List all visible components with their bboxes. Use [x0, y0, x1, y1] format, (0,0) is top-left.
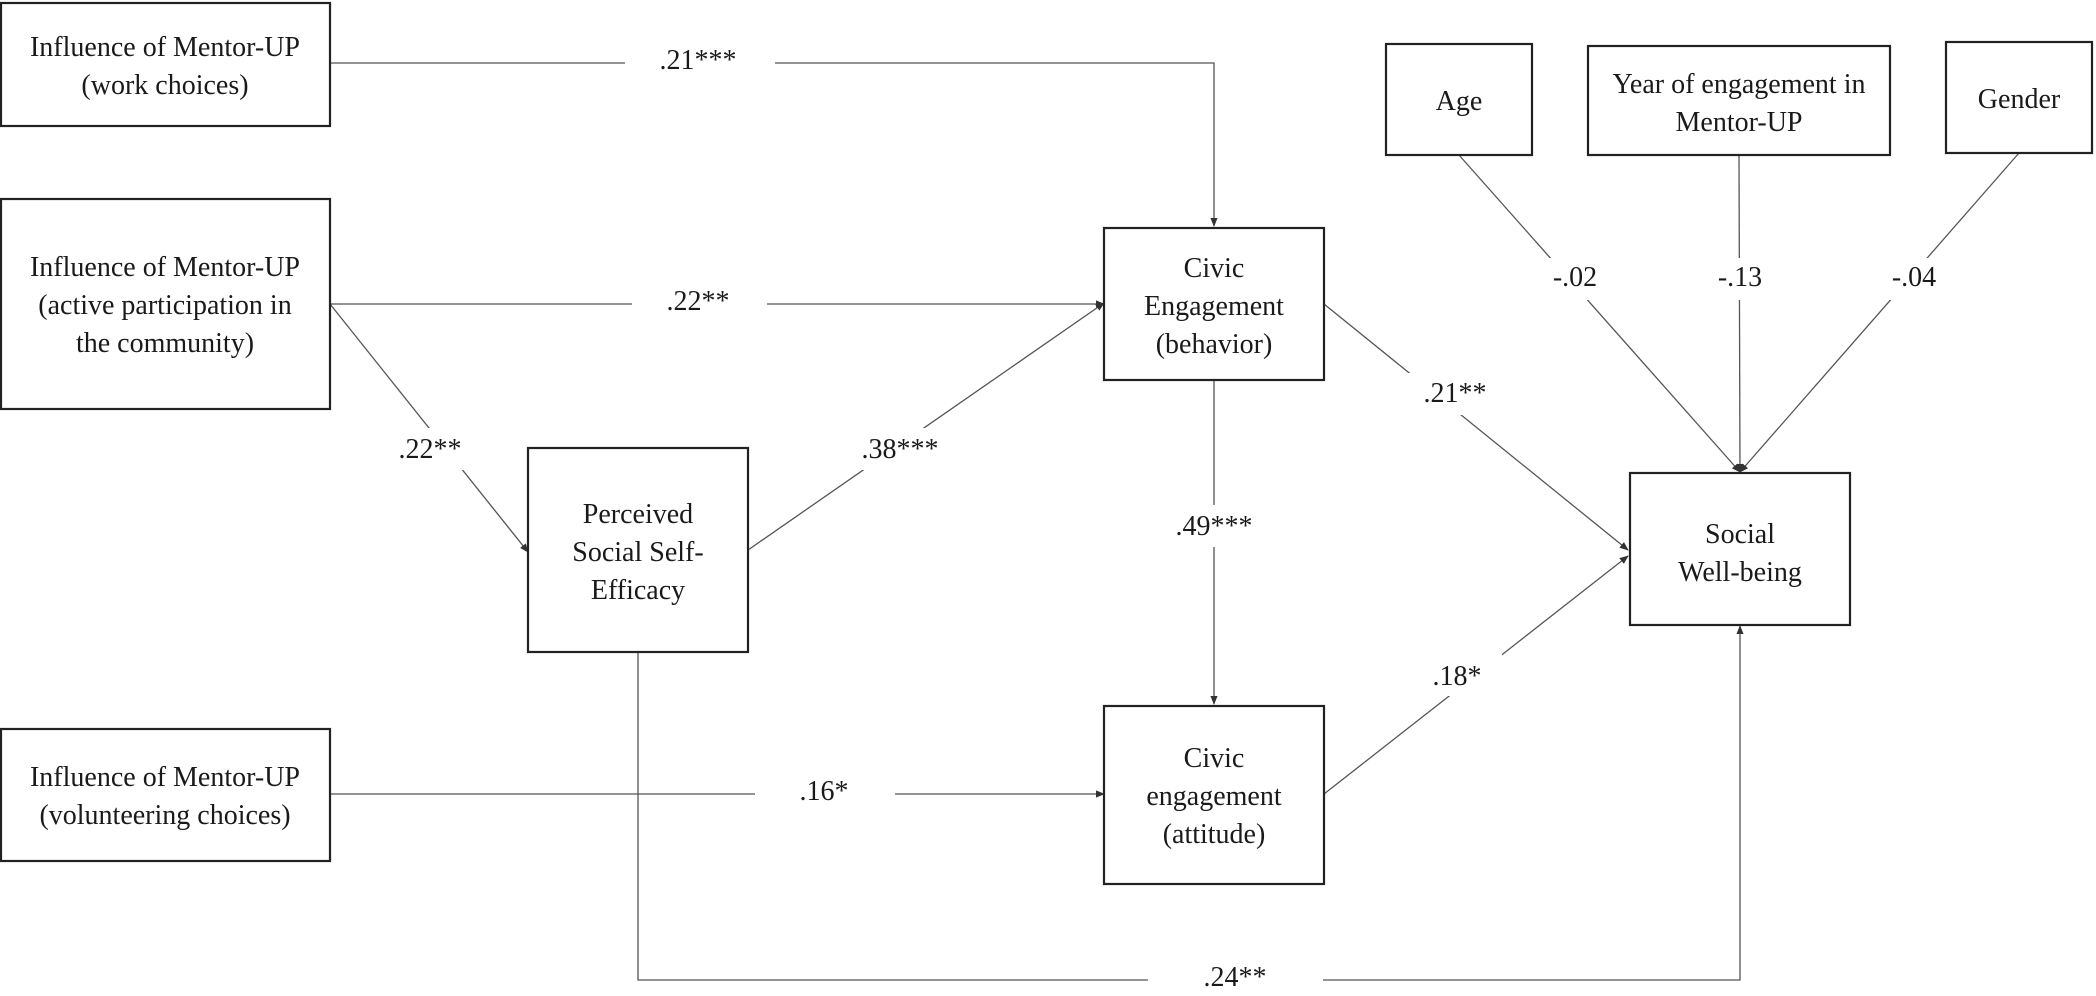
node-social-wellbeing: Social Well-being: [1628, 471, 1852, 627]
coef-active-to-behavior: .22**: [667, 286, 730, 317]
node-label-line: (work choices): [81, 70, 248, 101]
node-label-line: Mentor-UP: [1676, 107, 1803, 138]
node-label-line: Perceived: [583, 499, 693, 530]
node-box: [1102, 226, 1326, 382]
coef-efficacy-to-behavior: .38***: [862, 434, 939, 465]
coef-year-to-wellbeing: -.13: [1718, 262, 1762, 293]
node-label-line: (attitude): [1163, 819, 1266, 850]
node-volunteering-choices: Influence of Mentor-UP (volunteering cho…: [0, 727, 332, 863]
nodes: Influence of Mentor-UP (work choices) In…: [0, 1, 2094, 886]
node-work-choices: Influence of Mentor-UP (work choices): [0, 1, 332, 128]
node-box: [526, 446, 750, 654]
node-box: [1384, 42, 1534, 157]
node-label-line: (active participation in: [38, 290, 291, 321]
node-box: [0, 197, 332, 411]
node-gender: Gender: [1944, 40, 2094, 155]
node-label-line: Engagement: [1144, 291, 1284, 322]
edge-work-to-behavior: [330, 62, 1218, 227]
node-label-line: (behavior): [1156, 329, 1273, 360]
node-label-line: Civic: [1184, 253, 1245, 284]
node-year-engagement: Year of engagement in Mentor-UP: [1586, 44, 1892, 157]
edge-behavior-to-wellbeing: [1323, 303, 1629, 551]
node-label-line: Well-being: [1678, 557, 1802, 588]
node-label-line: Influence of Mentor-UP: [30, 762, 300, 793]
coef-behavior-to-attitude: .49***: [1176, 511, 1253, 542]
coef-gender-to-wellbeing: -.04: [1892, 262, 1936, 293]
coef-age-to-wellbeing: -.02: [1553, 262, 1597, 293]
node-label-line: Social: [1705, 519, 1775, 550]
node-label-line: Civic: [1184, 743, 1245, 774]
edge-age-to-wellbeing: [1458, 154, 1741, 473]
coef-attitude-to-wellbeing: .18*: [1433, 661, 1482, 692]
node-self-efficacy: Perceived Social Self- Efficacy: [526, 446, 750, 654]
node-label-line: Year of engagement in: [1613, 69, 1866, 100]
node-label-line: engagement: [1146, 781, 1281, 812]
node-label-line: Influence of Mentor-UP: [30, 252, 300, 283]
node-box: [1102, 704, 1326, 886]
edge-year-to-wellbeing: [1736, 154, 1744, 473]
node-box: [0, 727, 332, 863]
node-civic-behavior: Civic Engagement (behavior): [1102, 226, 1326, 382]
node-box: [1586, 44, 1892, 157]
coef-volunteering-to-attitude: .16*: [800, 776, 849, 807]
node-box: [1628, 471, 1852, 627]
coef-behavior-to-wellbeing: .21**: [1424, 378, 1487, 409]
node-box: [1944, 40, 2094, 155]
edge-efficacy-to-behavior: [747, 302, 1105, 551]
node-age: Age: [1384, 42, 1534, 157]
path-coefficients: .21*** .22** .22** .38*** .49*** .21** .…: [378, 42, 1946, 996]
node-label-line: Efficacy: [591, 575, 685, 606]
coef-efficacy-to-wellbeing: .24**: [1204, 962, 1267, 993]
node-civic-attitude: Civic engagement (attitude): [1102, 704, 1326, 886]
node-box: [0, 1, 332, 128]
node-active-participation: Influence of Mentor-UP (active participa…: [0, 197, 332, 411]
node-label-line: the community): [76, 328, 254, 359]
node-label-line: Social Self-: [572, 537, 703, 568]
edge-gender-to-wellbeing: [1739, 152, 2020, 473]
node-label-line: Gender: [1978, 84, 2061, 115]
node-label-line: (volunteering choices): [39, 800, 290, 831]
node-label-line: Influence of Mentor-UP: [30, 32, 300, 63]
coef-work-to-behavior: .21***: [660, 45, 737, 76]
node-label-line: Age: [1436, 86, 1483, 117]
coef-active-to-efficacy: .22**: [399, 434, 462, 465]
